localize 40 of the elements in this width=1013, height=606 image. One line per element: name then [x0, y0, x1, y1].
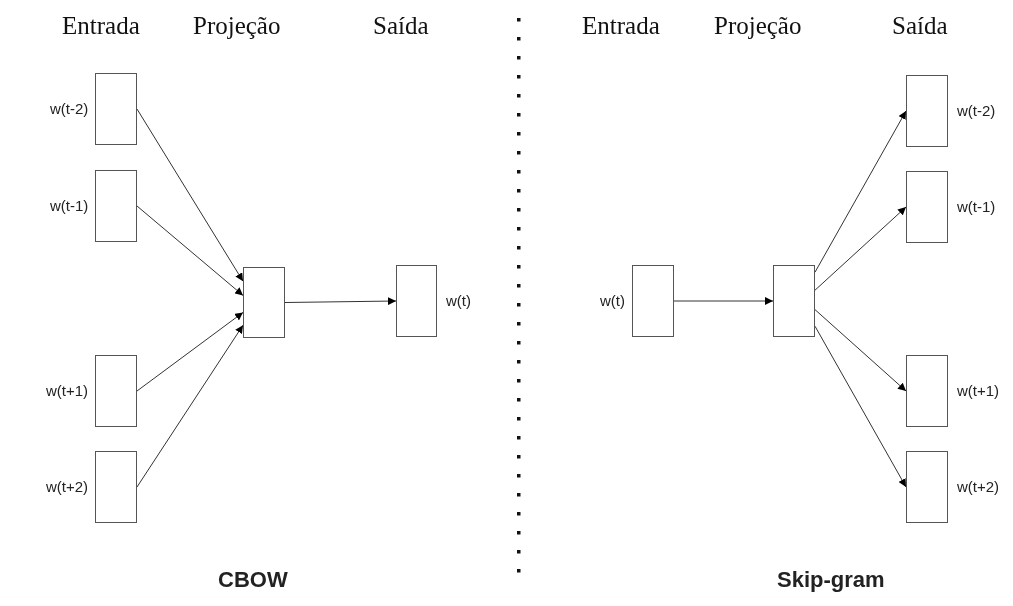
arrow — [814, 325, 907, 488]
column-heading: Entrada — [62, 12, 140, 40]
vector-box — [773, 265, 815, 337]
word-label: w(t+2) — [957, 477, 1000, 495]
arrow — [284, 297, 397, 306]
arrow — [136, 311, 244, 392]
vector-box — [95, 355, 137, 427]
word-label: w(t-1) — [50, 196, 89, 214]
vector-box — [906, 355, 948, 427]
word-label: w(t-2) — [957, 101, 996, 119]
column-heading: Entrada — [582, 12, 660, 40]
word-label: w(t+1) — [46, 381, 89, 399]
word-label: w(t+1) — [957, 381, 1000, 399]
vector-box — [95, 451, 137, 523]
word-label: w(t-1) — [957, 197, 996, 215]
model-title: Skip-gram — [777, 567, 885, 593]
word-label: w(t) — [600, 291, 625, 309]
vector-box — [95, 170, 137, 242]
arrow — [136, 324, 244, 488]
vector-box — [243, 267, 285, 338]
column-heading: Projeção — [714, 12, 802, 40]
vector-box — [396, 265, 437, 337]
model-title: CBOW — [218, 567, 288, 593]
vector-box — [906, 451, 948, 523]
arrow — [814, 206, 907, 291]
arrow — [136, 108, 244, 282]
word-label: w(t+2) — [46, 477, 89, 495]
column-heading: Saída — [373, 12, 429, 40]
word-label: w(t-2) — [50, 99, 89, 117]
vector-box — [632, 265, 674, 337]
arrow — [814, 110, 907, 273]
vector-box — [906, 75, 948, 147]
arrow — [136, 205, 244, 296]
arrow — [673, 297, 774, 305]
column-heading: Saída — [892, 12, 948, 40]
vector-box — [95, 73, 137, 145]
column-heading: Projeção — [193, 12, 281, 40]
vector-box — [906, 171, 948, 243]
arrow — [814, 309, 907, 392]
word-label: w(t) — [446, 291, 471, 309]
